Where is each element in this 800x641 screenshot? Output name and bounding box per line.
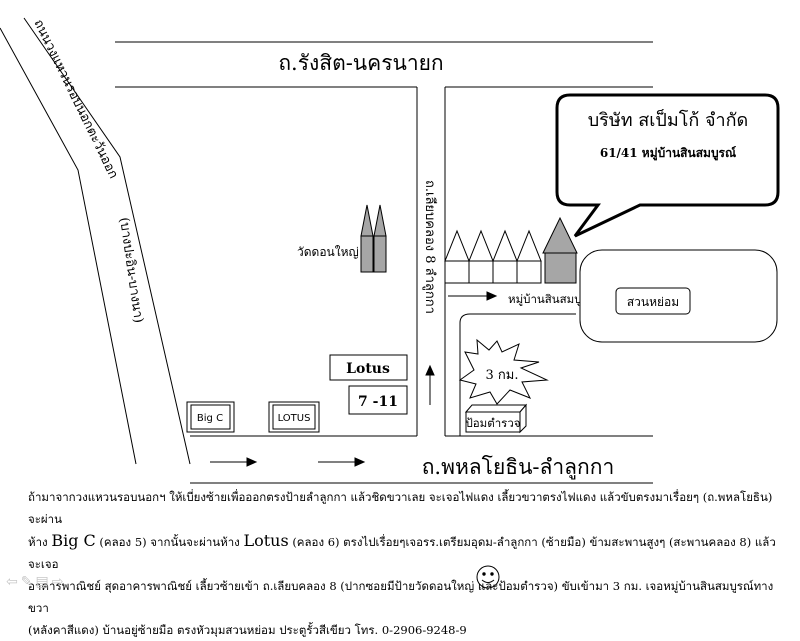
lotus-label: Lotus: [346, 361, 390, 377]
village-houses: [444, 229, 542, 284]
police-box: [464, 403, 528, 434]
distance-burst: [458, 338, 549, 405]
directions-line-4: (หลังคาสีแดง) บ้านอยู่ซ้ายมือ ตรงหัวมุมส…: [28, 623, 467, 637]
slide-nav: ⇦✎▤⇨: [6, 574, 66, 590]
road-label-rangsit: ถ.รังสิต-นครนายก: [278, 51, 443, 75]
big-c-label: Big C: [197, 413, 223, 424]
temple-icon: [360, 204, 387, 273]
company-name: บริษัท สเป็มโก้ จำกัด: [588, 108, 749, 131]
big-c-mention: Big C: [51, 531, 96, 550]
lotus-small-label: LOTUS: [278, 413, 311, 424]
next-icon[interactable]: ⇨: [51, 574, 67, 590]
distance-label: 3 กม.: [486, 368, 519, 383]
company-address: 61/41 หมู่บ้านสินสมบูรณ์: [600, 146, 736, 161]
seven-eleven-label: 7 -11: [358, 394, 398, 410]
route-map: ถ.รังสิต-นครนายก ถนนวงแหวนรอบนอกตะวันออก…: [0, 17, 780, 589]
road-label-liap-khlong-8: ถ.เลียบคลอง 8 ลำลูกกา: [422, 180, 438, 314]
directions-line-2: ห้าง Big C (คลอง 5) จากนั้นจะผ่านห้าง Lo…: [28, 531, 776, 571]
smiley-icon: [476, 565, 500, 589]
road-phahonyothin: [190, 435, 653, 484]
road-label-ring: ถนนวงแหวนรอบนอกตะวันออก: [30, 17, 120, 181]
lotus-small-box: [268, 401, 320, 433]
lotus-mention: Lotus: [243, 531, 289, 550]
direction-arrows: [210, 291, 498, 467]
edit-icon[interactable]: ✎: [20, 574, 36, 590]
village-road: [459, 313, 576, 436]
road-label-bang-pa-in: (บางปะอิน-บางนา): [116, 216, 146, 324]
road-rangsit-nakhonnayok: [115, 41, 653, 88]
seven-eleven-building: [348, 385, 408, 415]
company-house: [542, 216, 578, 284]
company-callout: [555, 93, 780, 238]
road-label-phahonyothin: ถ.พหลโยธิน-ลำลูกกา: [422, 455, 615, 480]
directions-line-1: ถ้ามาจากวงแหวนรอบนอกฯ ให้เบี่ยงซ้ายเพื่อ…: [28, 490, 773, 526]
directions-text: ถ้ามาจากวงแหวนรอบนอกฯ ให้เบี่ยงซ้ายเพื่อ…: [28, 486, 788, 641]
big-c-box: [186, 401, 235, 433]
village-label: หมู่บ้านสินสมบูรณ์: [508, 292, 599, 306]
lotus-building: [329, 354, 408, 381]
temple-label: วัดดอนใหญ่: [297, 245, 359, 259]
road-ring: [0, 17, 191, 465]
police-box-label: ป้อมตำรวจ: [465, 416, 520, 430]
prev-icon[interactable]: ⇦: [6, 574, 21, 590]
park-label: สวนหย่อม: [627, 295, 679, 309]
slides-icon[interactable]: ▤: [35, 574, 52, 590]
park-box: [615, 287, 691, 315]
directions-line-3: อาคารพาณิชย์ สุดอาคารพาณิชย์ เลี้ยวซ้ายเ…: [28, 579, 774, 615]
